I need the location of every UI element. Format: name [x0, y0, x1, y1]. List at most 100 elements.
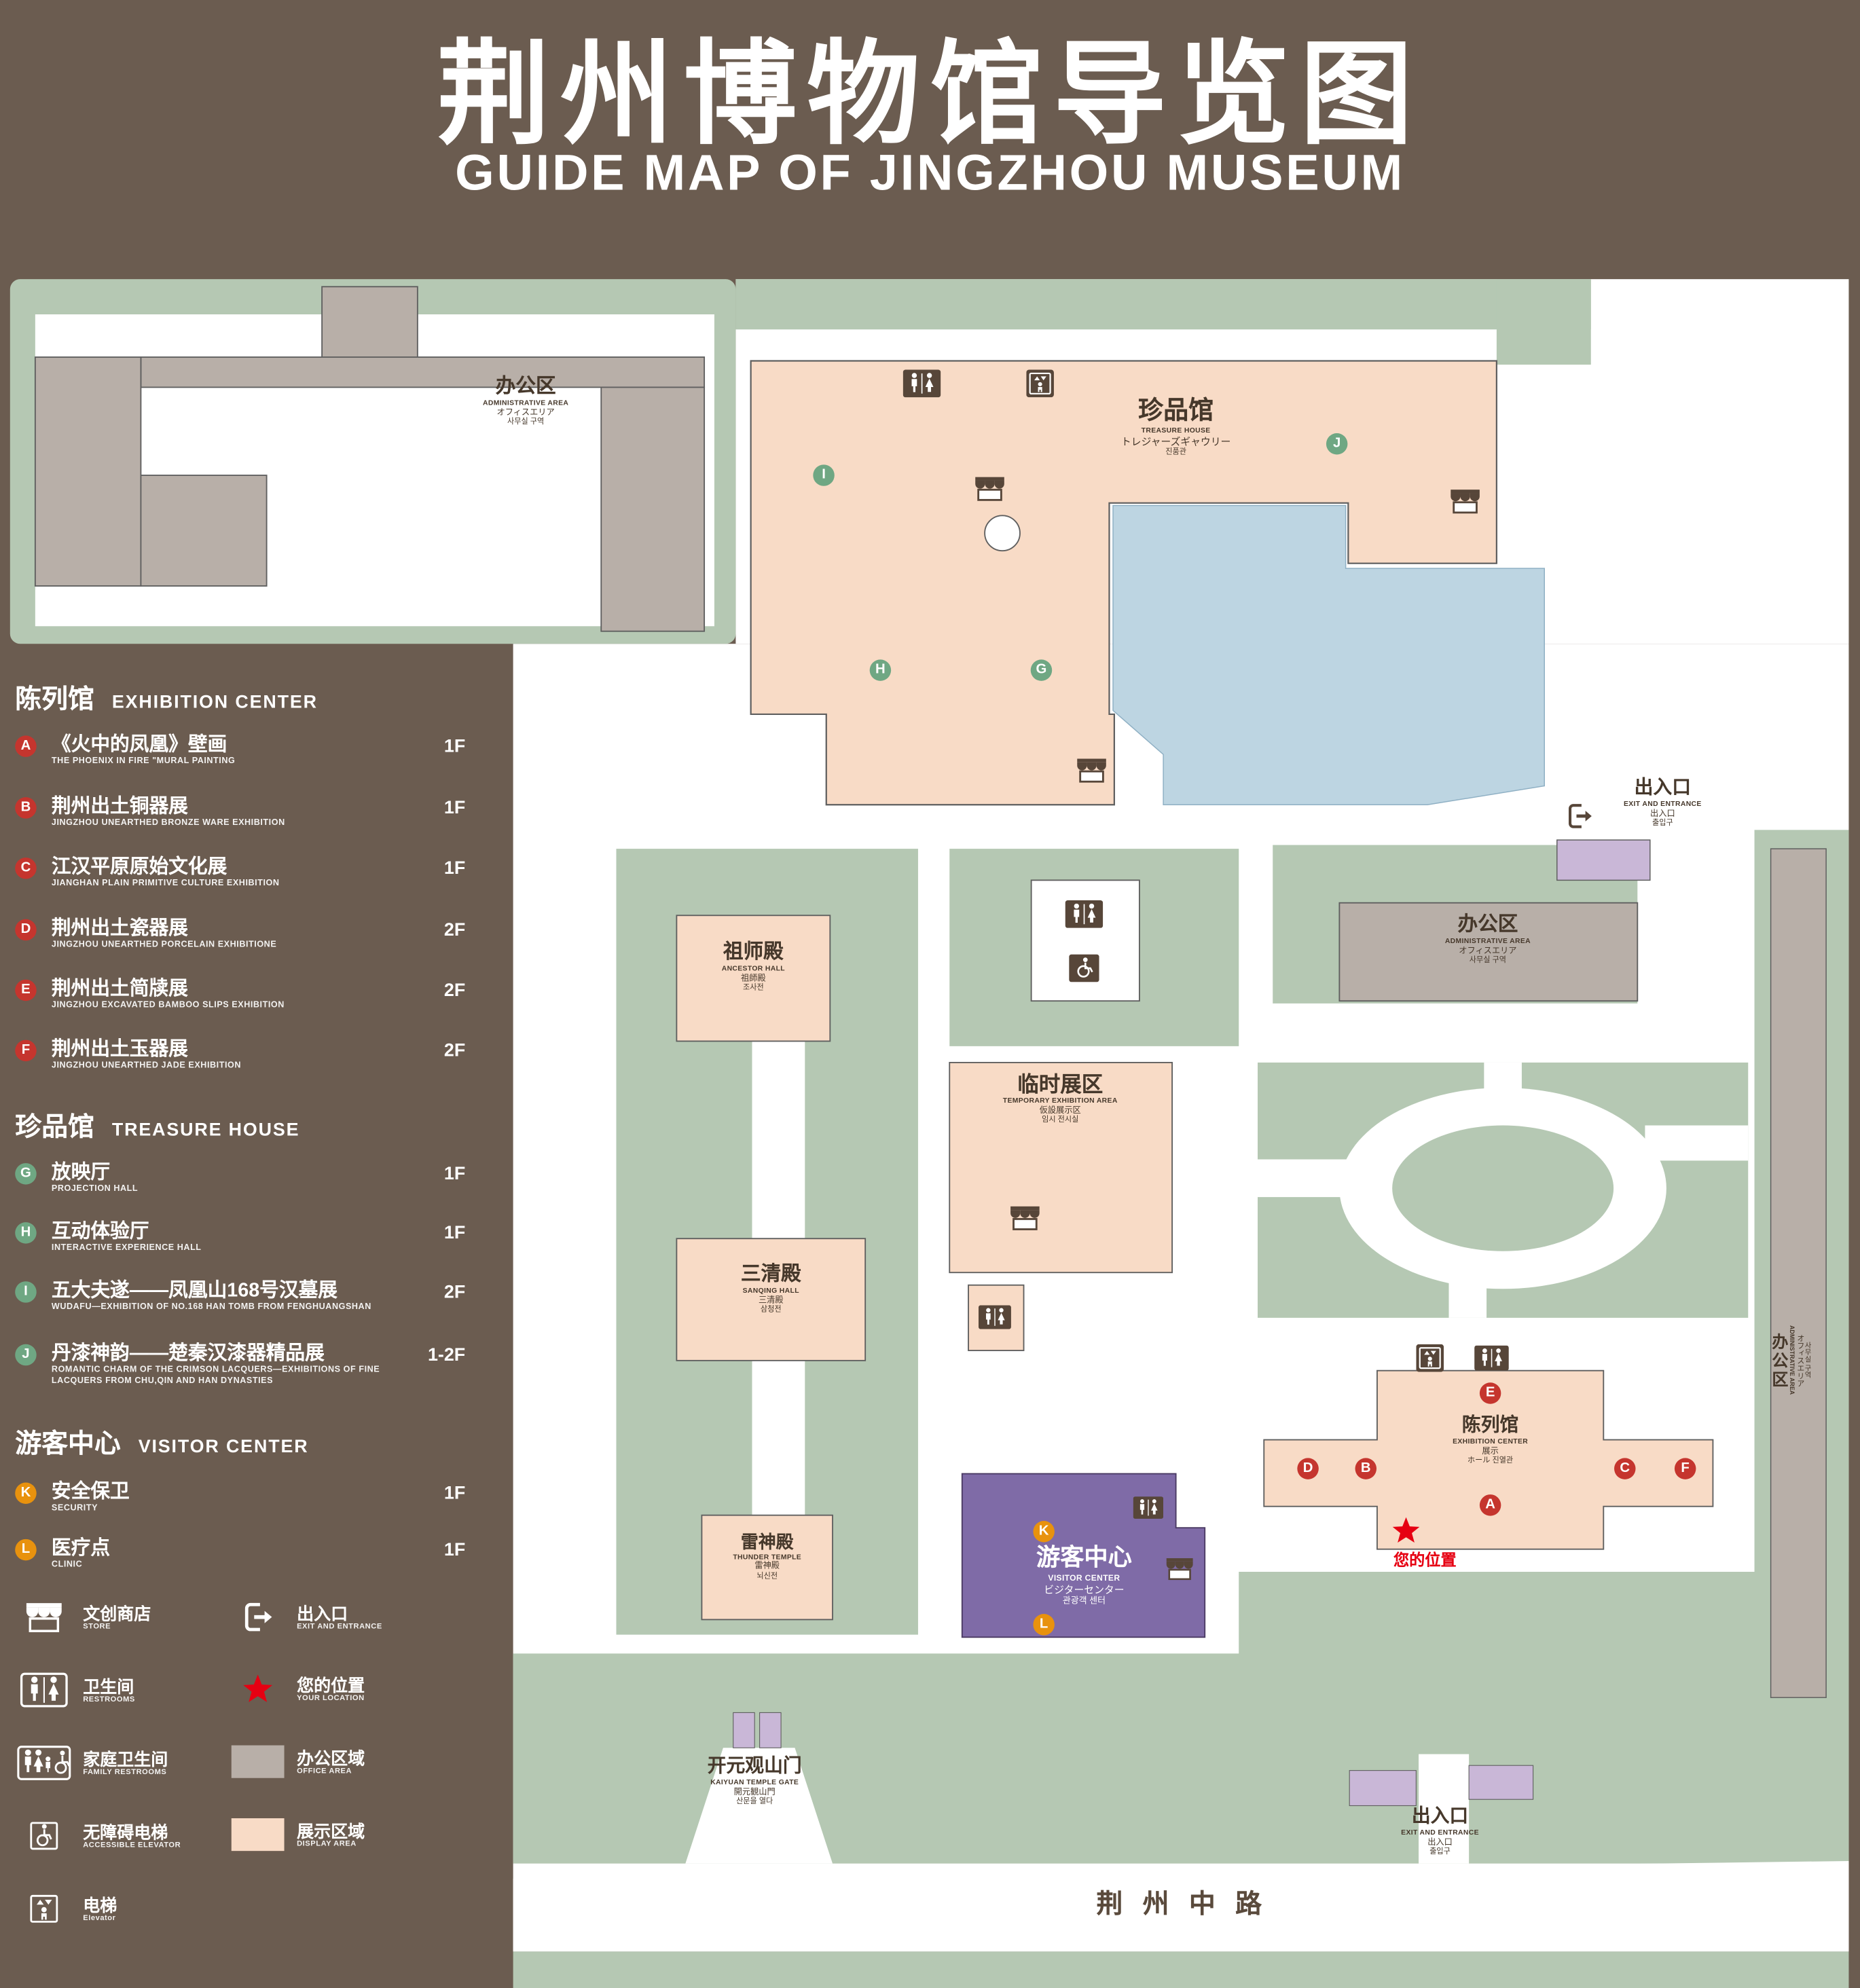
- item-floor: 2F: [443, 1041, 466, 1062]
- marker-badge-e: E: [15, 979, 37, 1001]
- marker-badge-k: K: [15, 1482, 37, 1504]
- marker-badge-j: J: [15, 1344, 37, 1366]
- label-thunder-zh: 雷神殿: [740, 1531, 794, 1552]
- map-marker-g: G: [1030, 659, 1053, 681]
- label-temporary-jp: 仮設展示区: [1039, 1107, 1081, 1116]
- key-en: YOUR LOCATION: [297, 1694, 365, 1702]
- marker-badge-d: D: [15, 919, 37, 941]
- family-restroom-icon: [15, 1746, 73, 1781]
- marker-badge-g: G: [15, 1163, 37, 1185]
- label-admin-right-jp: オフィスエリア: [1459, 946, 1517, 956]
- label-exhibition-kr: ホール 진열관: [1467, 1457, 1514, 1465]
- marker-badge-c: C: [15, 858, 37, 879]
- label-exhibition-zh: 陈列馆: [1461, 1414, 1519, 1436]
- treasure-house-building: [750, 360, 1497, 806]
- section-zh: 游客中心: [15, 1429, 121, 1459]
- exit-icon: [1565, 801, 1594, 831]
- label-sanqing-hall: 三清殿 SANQING HALL 三清殿 삼청전: [741, 1262, 801, 1316]
- key-zh: 展示区域: [297, 1821, 365, 1841]
- item-en: ROMANTIC CHARM OF THE CRIMSON LACQUERS—E…: [51, 1365, 380, 1385]
- item-floor: 1F: [443, 1484, 466, 1504]
- label-kaiyuan-gate: 开元观山门 KAIYUAN TEMPLE GATE 開元観山門 산문을 열다: [708, 1755, 802, 1807]
- label-gate-jp: 開元観山門: [733, 1788, 776, 1797]
- legend-item-g: G 放映厅 PROJECTION HALL 1F: [15, 1162, 483, 1195]
- section-visitor-center: 游客中心 VISITOR CENTER: [15, 1423, 308, 1461]
- item-en: JINGZHOU UNEARTHED BRONZE WARE EXHIBITIO…: [51, 818, 285, 828]
- label-treasure-house: 珍品馆 TREASURE HOUSE トレジャーズギャウリー 진품관: [1121, 396, 1231, 458]
- label-exit-south-zh: 出入口: [1411, 1805, 1469, 1827]
- item-zh: 丹漆神韵——楚秦汉漆器精品展: [51, 1342, 325, 1365]
- item-floor: 1F: [443, 1540, 466, 1561]
- landscape-topstrip-corner: [1496, 279, 1591, 365]
- label-admin-side-en: ADMINISTRATIVE AREA: [1787, 1325, 1794, 1395]
- legend-item-l: L 医疗点 CLINIC 1F: [15, 1538, 483, 1571]
- elevator-icon: [1416, 1344, 1444, 1372]
- label-treasure-zh: 珍品馆: [1138, 397, 1214, 425]
- sanqing-hall-building: [676, 1238, 867, 1361]
- label-sanqing-jp: 三清殿: [758, 1296, 784, 1306]
- label-visitor-center: 游客中心 VISITOR CENTER ビジターセンター 관광객 센터: [1036, 1544, 1132, 1608]
- label-exit-east: 出入口 EXIT AND ENTRANCE 出入口 출입구: [1624, 777, 1702, 830]
- office-area-swatch: [229, 1745, 287, 1778]
- item-zh: 放映厅: [51, 1162, 111, 1183]
- label-treasure-en: TREASURE HOUSE: [1141, 427, 1211, 435]
- map-marker-a: A: [1479, 1494, 1501, 1516]
- restroom-icon: [1133, 1496, 1163, 1519]
- landscape-bottom-right: [1239, 1572, 1849, 1660]
- label-gate-kr: 산문을 열다: [736, 1798, 773, 1806]
- section-en: VISITOR CENTER: [138, 1437, 309, 1458]
- label-ancestor-zh: 祖师殿: [723, 942, 784, 963]
- key-zh: 文创商店: [83, 1604, 151, 1623]
- admin-building-right: [1338, 902, 1639, 1002]
- restroom-icon: [1474, 1346, 1510, 1371]
- map-marker-f: F: [1674, 1458, 1696, 1479]
- label-visitor-kr: 관광객 센터: [1062, 1596, 1106, 1606]
- map-marker-j: J: [1326, 433, 1348, 455]
- key-zh: 卫生间: [83, 1676, 134, 1696]
- garden-island: [1392, 1125, 1614, 1251]
- admin-building-topleft: [34, 286, 706, 632]
- label-admin-top: 办公区 ADMINISTRATIVE AREA オフィスエリア 사무실 구역: [483, 375, 568, 428]
- item-en: INTERACTIVE EXPERIENCE HALL: [51, 1243, 202, 1253]
- exhibition-center-building: [1263, 1369, 1714, 1550]
- key-zh: 您的位置: [297, 1675, 365, 1695]
- store-icon: [1075, 756, 1108, 785]
- road-jingzhou-middle: [513, 1860, 1849, 1952]
- gate-block-left: [733, 1712, 755, 1748]
- label-ancestor-kr: 조사전: [742, 984, 764, 993]
- key-en: OFFICE AREA: [297, 1767, 352, 1775]
- label-gate-zh: 开元观山门: [707, 1755, 802, 1777]
- item-zh: 医疗点: [51, 1537, 111, 1560]
- accessible-elevator-icon: [15, 1818, 73, 1854]
- label-exhibition-en: EXHIBITION CENTER: [1453, 1438, 1529, 1446]
- label-admin-top-kr: 사무실 구역: [507, 419, 545, 427]
- label-sanqing-en: SANQING HALL: [742, 1287, 799, 1295]
- section-zh: 陈列馆: [15, 685, 94, 714]
- map-marker-b: B: [1355, 1458, 1377, 1479]
- label-exit-east-zh: 出入口: [1634, 777, 1692, 799]
- label-temporary-zh: 临时展区: [1017, 1072, 1104, 1097]
- map-marker-c: C: [1614, 1458, 1636, 1479]
- label-ancestor-hall: 祖师殿 ANCESTOR HALL 祖師殿 조사전: [722, 940, 785, 994]
- marker-badge-l: L: [15, 1539, 37, 1561]
- ancestor-hall-building: [676, 915, 831, 1042]
- legend-item-h: H 互动体验厅 INTERACTIVE EXPERIENCE HALL 1F: [15, 1221, 483, 1254]
- label-temporary-kr: 임시 전시실: [1042, 1117, 1079, 1125]
- store-icon: [15, 1600, 73, 1635]
- key-en: Elevator: [83, 1914, 116, 1922]
- store-icon: [1449, 487, 1482, 516]
- label-gate-en: KAIYUAN TEMPLE GATE: [710, 1779, 799, 1787]
- restroom-icon: [903, 369, 941, 397]
- key-zh: 办公区域: [297, 1748, 365, 1767]
- item-floor: 1F: [443, 798, 466, 819]
- legend-item-f: F 荆州出土玉器展 JINGZHOU UNEARTHED JADE EXHIBI…: [15, 1039, 483, 1072]
